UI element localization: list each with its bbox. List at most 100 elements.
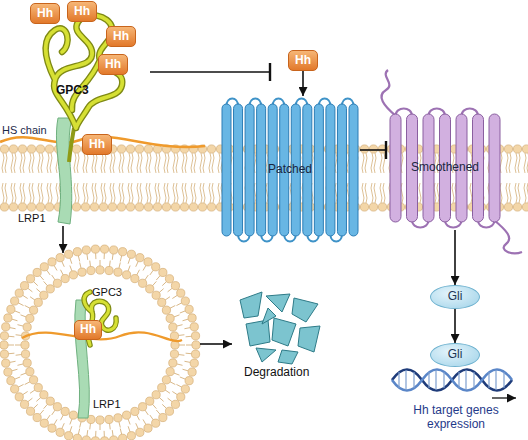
- lipid-tail: [104, 431, 105, 437]
- lipid-head: [73, 248, 81, 256]
- lipid-tail: [23, 295, 28, 298]
- lipid-tail: [156, 410, 160, 415]
- lipid-tail: [21, 315, 27, 317]
- lipid-tail: [15, 311, 21, 313]
- lipid-tail: [172, 295, 177, 298]
- lipid-tail: [12, 319, 18, 321]
- lipid-head: [29, 376, 37, 384]
- lipid-head: [127, 250, 135, 258]
- lipid-head: [21, 350, 29, 358]
- lrp1-receptor: [75, 300, 90, 418]
- lipid-head: [87, 266, 95, 274]
- node-label: Hh: [105, 58, 121, 71]
- transmembrane-helix: [314, 104, 323, 236]
- lipid-tail: [52, 410, 55, 415]
- lipid-head: [0, 341, 8, 349]
- lipid-tail: [80, 422, 81, 428]
- lipid-tail: [8, 336, 14, 338]
- protein-fragment: [262, 308, 276, 324]
- lipid-tail: [145, 275, 148, 280]
- lipid-head: [96, 416, 104, 424]
- lipid-tail: [78, 256, 79, 262]
- lipid-head: [159, 268, 167, 276]
- lipid-head: [2, 323, 10, 331]
- lipid-head: [20, 282, 28, 290]
- lipid-head: [152, 263, 160, 271]
- lipid-tail: [165, 297, 170, 300]
- lipid-tail: [178, 354, 184, 356]
- lipid-tail: [70, 419, 72, 425]
- lipid-head: [166, 367, 174, 375]
- lipid-head: [119, 248, 127, 256]
- lipid-head: [4, 314, 12, 322]
- lipid-tail: [28, 288, 33, 292]
- lipid-head: [158, 384, 166, 392]
- lipid-tail: [8, 345, 14, 346]
- lipid-tail: [60, 415, 63, 420]
- text-label: GPC3: [92, 286, 132, 299]
- lipid-tail: [168, 288, 173, 292]
- dna-rungs: [399, 370, 504, 390]
- lipid-tail: [47, 415, 50, 420]
- lipid-head: [152, 391, 160, 399]
- lipid-head: [152, 419, 160, 427]
- lipid-tail: [109, 423, 111, 429]
- transmembrane-helix: [245, 104, 254, 236]
- lipid-head: [158, 298, 166, 306]
- transmembrane-helix: [489, 114, 500, 222]
- lipid-head: [69, 271, 77, 279]
- lipid-head: [169, 359, 177, 367]
- gpc3-anchor: [69, 128, 74, 162]
- receptor-tail: [494, 220, 522, 253]
- lipid-tail: [128, 266, 130, 272]
- lipid-head: [23, 323, 31, 331]
- lipid-tail: [184, 361, 190, 362]
- lipid-tail: [186, 353, 192, 355]
- lipid-head: [139, 403, 147, 411]
- arrow-connector: [454, 309, 456, 343]
- lipid-head: [46, 285, 54, 293]
- lipid-tail: [119, 262, 120, 268]
- lipid-tail: [33, 404, 37, 408]
- lipid-head: [73, 434, 81, 440]
- lipid-head: [100, 437, 108, 440]
- lipid-head: [15, 393, 23, 401]
- node-label: Gli: [448, 290, 463, 303]
- lipid-head: [190, 323, 198, 331]
- lipid-tail: [10, 361, 16, 362]
- lipid-head: [100, 245, 108, 253]
- lipid-tail: [54, 419, 57, 424]
- lipid-head: [122, 271, 130, 279]
- transcription-arrow: [492, 397, 516, 398]
- lipid-tail: [89, 423, 91, 429]
- transmembrane-helix: [222, 104, 231, 236]
- degradation-arrow: [200, 343, 232, 345]
- inhibition-connector: [360, 149, 386, 151]
- receptor-tail: [381, 70, 396, 116]
- lipid-head: [96, 266, 104, 274]
- node-label: Hh: [80, 323, 96, 336]
- lipid-head: [7, 305, 15, 313]
- lipid-head: [166, 314, 174, 322]
- lipid-tail: [159, 289, 163, 293]
- lipid-tail: [89, 261, 91, 267]
- text-label: Hh target genes expression: [400, 404, 512, 432]
- lipid-head: [170, 332, 178, 340]
- transmembrane-helix: [257, 104, 266, 236]
- lipid-tail: [17, 325, 23, 326]
- transmembrane-helix: [326, 104, 335, 236]
- lipid-head: [159, 413, 167, 421]
- smoothened-receptor: Smoothened: [390, 106, 500, 230]
- lipid-tail: [70, 258, 72, 264]
- lipid-tail: [176, 303, 181, 306]
- hh-ligand: Hh: [288, 50, 318, 71]
- node-label: Patched: [268, 163, 312, 176]
- lipid-head: [82, 246, 90, 254]
- lipid-head: [188, 368, 196, 376]
- text-label: GPC3: [56, 84, 96, 98]
- protein-fragment: [240, 292, 262, 318]
- lipid-head: [114, 268, 122, 276]
- lipid-head: [26, 314, 34, 322]
- protein-fragment: [278, 350, 298, 364]
- lipid-head: [40, 419, 48, 427]
